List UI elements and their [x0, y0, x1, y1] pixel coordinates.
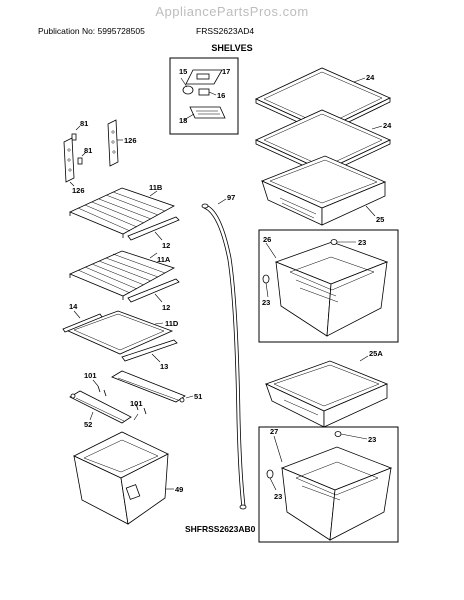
- figure-code: SHFRSS2623AB0: [185, 524, 256, 534]
- callout-101-upper: 101: [84, 371, 97, 380]
- wire-shelf-11b: 11B: [69, 183, 175, 238]
- callout-23-lower-right: 23: [368, 435, 376, 444]
- callout-101-lower: 101: [130, 399, 143, 408]
- part-17-window: [196, 73, 210, 80]
- callout-15: 15: [179, 67, 187, 76]
- callout-81-lower: 81: [84, 146, 92, 155]
- drawer-bin-49: 49: [73, 431, 183, 525]
- callout-16: 16: [217, 91, 225, 100]
- callout-23-upper-right: 23: [358, 238, 366, 247]
- crisper-drawer-lower-group: 27 23 23: [258, 426, 399, 543]
- callout-26: 26: [263, 235, 271, 244]
- drawer-track-51: 51: [111, 370, 202, 403]
- trim-12-upper: 12: [127, 216, 180, 250]
- part-97-tube: 97: [201, 193, 247, 510]
- part-18-cover: [189, 106, 226, 119]
- callout-24-top: 24: [366, 73, 375, 82]
- model-number: FRSS2623AD4: [196, 26, 255, 36]
- crisper-cover-tray-lower: 25A: [264, 349, 389, 428]
- wire-shelf-11a: 11A: [68, 250, 176, 300]
- callout-17: 17: [222, 67, 230, 76]
- slide-part-23-lower-left: [266, 469, 274, 479]
- part-126-bracket-upper: 126: [107, 119, 137, 167]
- callout-51: 51: [194, 392, 202, 401]
- callout-52: 52: [84, 420, 92, 429]
- part-15-bulb: [182, 85, 194, 95]
- part-81-clips: 81 81: [71, 119, 92, 165]
- glass-shelf-11d: 14 11D: [62, 302, 179, 355]
- trim-12-lower: 12: [127, 278, 180, 312]
- screws-101: 101 101: [84, 371, 147, 421]
- callout-25: 25: [376, 215, 384, 224]
- inset-lamp-parts: 15 17 16 18: [169, 57, 239, 135]
- callout-27: 27: [270, 427, 278, 436]
- callout-23-lower-left: 23: [274, 492, 282, 501]
- callout-126-lower: 126: [72, 186, 85, 195]
- slide-part-23-top: [330, 239, 338, 245]
- watermark: AppliancePartsPros.com: [155, 4, 309, 19]
- callout-14: 14: [69, 302, 78, 311]
- crisper-drawer-upper-group: 26 23 23: [258, 229, 399, 343]
- callout-12-lower: 12: [162, 303, 170, 312]
- callout-23-upper-left: 23: [262, 298, 270, 307]
- crisper-lower-box: [258, 426, 399, 543]
- callout-25a: 25A: [369, 349, 383, 358]
- callout-11b: 11B: [149, 183, 163, 192]
- section-title: SHELVES: [211, 43, 253, 53]
- callout-81-upper: 81: [80, 119, 88, 128]
- drawer-track-52: 52: [69, 390, 132, 429]
- callout-11d: 11D: [165, 319, 179, 328]
- crisper-cover-tray: 25: [260, 155, 387, 226]
- slide-part-23-lower-top: [334, 431, 342, 437]
- callout-18: 18: [179, 116, 187, 125]
- callout-13: 13: [160, 362, 168, 371]
- callout-11a: 11A: [157, 255, 171, 264]
- callout-97: 97: [227, 193, 235, 202]
- callout-24-second: 24: [383, 121, 392, 130]
- trim-14: [62, 313, 103, 333]
- trim-13: 13: [121, 339, 178, 371]
- publication-number: Publication No: 5995728505: [38, 26, 145, 36]
- part-126-bracket-lower: 126: [63, 137, 85, 195]
- callout-126-upper: 126: [124, 136, 137, 145]
- inset-box: [169, 57, 239, 135]
- callout-49: 49: [175, 485, 183, 494]
- slide-part-23-left: [262, 274, 270, 284]
- crisper-upper-box: [258, 229, 399, 343]
- part-16-connector: [198, 88, 210, 96]
- callout-12-upper: 12: [162, 241, 170, 250]
